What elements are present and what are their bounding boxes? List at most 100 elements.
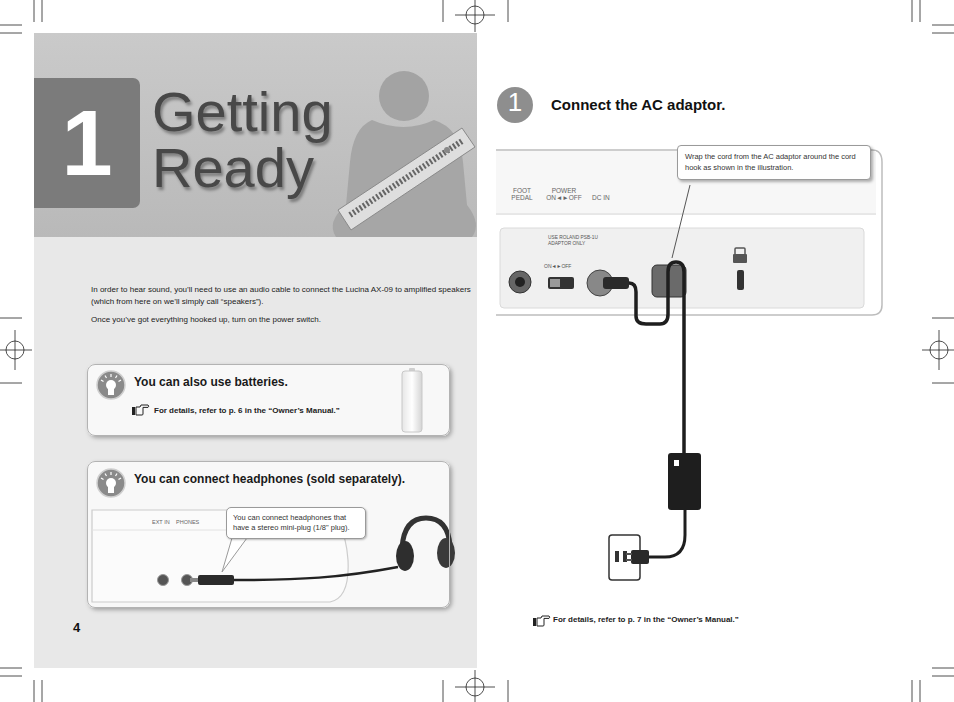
crop-marks-part [920,680,921,702]
battery-picture-part [402,371,422,432]
player-silhouette [333,71,476,237]
step-artwork-part [496,214,876,215]
tip-icon [97,371,125,399]
crop-marks-part [42,680,43,702]
tip-icon-part [97,371,125,399]
left-page-ground [34,33,477,668]
tip-icon-part [108,389,114,395]
crop-marks-part [0,668,22,669]
callout-text: You can connect headphones that have a s… [233,513,359,533]
left-page-ground-part [34,33,477,668]
crop-marks-part [0,33,22,34]
crop-marks-part [0,318,22,319]
step-artwork-part [674,460,679,466]
crop-marks-part [0,350,32,351]
crop-marks-part [932,33,954,34]
step-artwork-part [615,551,619,562]
headphone-jack-panel [92,510,455,602]
step-artwork-part [509,271,531,293]
pointing-hand-icon-part [533,618,536,626]
tip-box-grounds-part [87,364,450,436]
tip-heading: You can connect headphones (sold separat… [134,472,405,486]
step-artwork-part [550,279,560,287]
step-artwork [496,150,882,580]
chapter-number-box: 1 [34,78,140,208]
crop-marks-part [932,25,954,26]
crop-marks-part [443,680,444,702]
crop-marks-part [920,0,921,22]
player-silhouette-part [444,147,450,153]
player-silhouette-part [350,141,462,215]
callout-text: Wrap the cord from the AC adaptor around… [685,152,863,173]
step-artwork-part [548,277,574,289]
step-artwork-part [737,270,744,290]
tip-box: You can also use batteries. For details, … [87,364,450,436]
tip-heading: You can also use batteries. [134,375,288,389]
crop-marks-part [912,0,913,22]
tip-reference: For details, refer to p. 6 in the “Owner… [154,406,340,416]
tip-icon [97,469,125,497]
step-artwork-part [626,559,632,561]
pointing-hand-icon [132,405,149,415]
tip-icon-part-part [105,474,107,477]
step-number: 1 [497,87,533,123]
headphone-jack-panel-part [222,538,247,572]
tip-icon-part-part [116,474,118,477]
step-artwork-part [648,510,685,557]
tip-icon-part [106,380,116,390]
pointing-hand-icon-part [132,407,135,415]
step-heading: Connect the AC adaptor. [551,96,725,114]
crop-marks-part [0,25,22,26]
crop-marks-part [912,680,913,702]
panel-label: FOOT PEDAL [505,187,539,201]
pointing-hand-icon-part [537,616,550,626]
step-number-circle: 1Connect the AC adaptor. [497,87,533,123]
left-page-ground-part [34,33,477,237]
tip-box: You can connect headphones (sold separat… [87,461,450,608]
crop-marks-part [932,676,954,677]
tip-box-grounds-part [87,461,450,608]
crop-marks-part [939,330,940,370]
headphone-jack-panel-part [158,575,169,586]
headphone-jack-panel-part [234,567,398,580]
step-artwork-part [629,262,684,455]
pointing-hand-icon [533,616,550,626]
manual-reference: For details, refer to p. 7 in the “Owner… [553,615,739,625]
tip-icon-part-part [119,478,122,480]
panel-notice: USE ROLAND PSB-1U ADAPTOR ONLY [548,235,602,246]
player-silhouette-part [338,128,475,230]
jack-label: PHONES [176,519,199,525]
headphone-jack-panel-part [190,578,198,582]
crop-marks-part [932,318,954,319]
intro-text: Once you’ve got everything hooked up, tu… [91,314,471,326]
tip-icon-part [97,469,125,497]
crop-marks-part [443,0,444,22]
battery-picture [402,368,422,432]
tip-icon-part-part [119,380,122,382]
panel-label: POWER ON◄►OFF [541,187,587,201]
switch-label: ON◄►OFF [544,264,571,270]
step-artwork-part [496,151,876,213]
panel-label: DC IN [592,194,610,201]
chapter-title: Getting Ready [152,84,352,196]
crop-marks-part [42,0,43,22]
tip-icon-part-part [116,376,118,379]
jack-label: EXT IN [152,519,170,525]
crop-marks-part [932,383,954,384]
tip-icon-part-part [101,380,104,382]
tip-icon-part-part [101,478,104,480]
chapter-number: 1 [61,97,112,189]
callout-box: Wrap the cord from the AC adaptor around… [677,145,871,180]
pointing-hand-icon-part [136,405,149,415]
intro-text: In order to hear sound, you’ll need to u… [91,284,471,307]
crop-marks-part [34,0,35,22]
step-artwork-part [515,277,525,287]
crop-marks-part [0,676,22,677]
tip-icon-part [106,478,116,488]
step-artwork-part [626,553,632,555]
headphone-jack-panel-part [396,541,414,571]
crop-marks-part [0,383,22,384]
crop-marks-part [508,680,509,702]
